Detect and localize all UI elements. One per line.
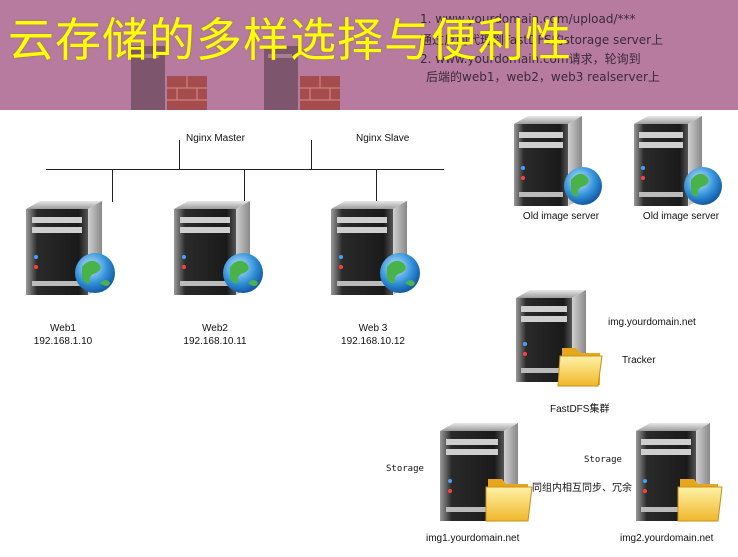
storage-label-right: Storage <box>584 455 622 465</box>
banner-server-firewall-icon <box>131 46 207 110</box>
network-line <box>179 140 180 170</box>
nginx-slave-label: Nginx Slave <box>356 133 410 144</box>
nginx-master-label: Nginx Master <box>186 133 245 144</box>
web2-server-icon <box>168 195 268 304</box>
network-line <box>244 169 245 202</box>
storage-img1-domain: img1.yourdomain.net <box>426 533 520 544</box>
tracker-server-icon <box>510 284 610 393</box>
banner-note-line: 1. www.yourdomain.com/upload/*** <box>420 12 636 26</box>
web3-name: Web 3 <box>358 323 388 334</box>
network-line <box>376 169 377 202</box>
storage-server-icon <box>434 417 544 531</box>
page-title: 云存储的多样选择与便利性 <box>8 13 572 67</box>
web1-ip: 192.168.1.10 <box>33 336 93 347</box>
banner-server-firewall-icon <box>264 46 340 110</box>
banner-note-line: 后端的web1，web2，web3 realserver上 <box>426 70 660 84</box>
network-line <box>112 169 113 202</box>
web1-server-icon <box>20 195 120 304</box>
old-image-server-icon <box>508 110 608 214</box>
storage-label-left: Storage <box>386 464 424 474</box>
web2-name: Web2 <box>202 323 228 334</box>
banner-note-line: 2. www.yourdomain.com请求，轮询到 <box>420 52 641 66</box>
web2-ip: 192.168.10.11 <box>183 336 247 347</box>
network-line <box>311 140 312 170</box>
header-banner: 1. www.yourdomain.com/upload/*** 通过反向代理到… <box>0 0 738 110</box>
storage-sync-note: 同组内相互同步、冗余 <box>532 483 632 494</box>
tracker-domain-label: img.yourdomain.net <box>608 317 696 328</box>
web3-ip: 192.168.10.12 <box>341 336 405 347</box>
tracker-label: Tracker <box>622 355 656 366</box>
network-bus-line <box>46 169 444 170</box>
banner-note-line: 通过反向代理到FastDFS的storage server上 <box>420 33 664 47</box>
web3-server-icon <box>325 195 425 304</box>
fastdfs-cluster-label: FastDFS集群 <box>550 404 610 415</box>
storage-img2-domain: img2.yourdomain.net <box>620 533 714 544</box>
storage-server-icon <box>630 417 730 531</box>
old-image-server-icon <box>628 110 728 214</box>
old-image-server-label: Old image server <box>642 211 720 222</box>
old-image-server-label: Old image server <box>522 211 600 222</box>
web1-name: Web1 <box>50 323 76 334</box>
